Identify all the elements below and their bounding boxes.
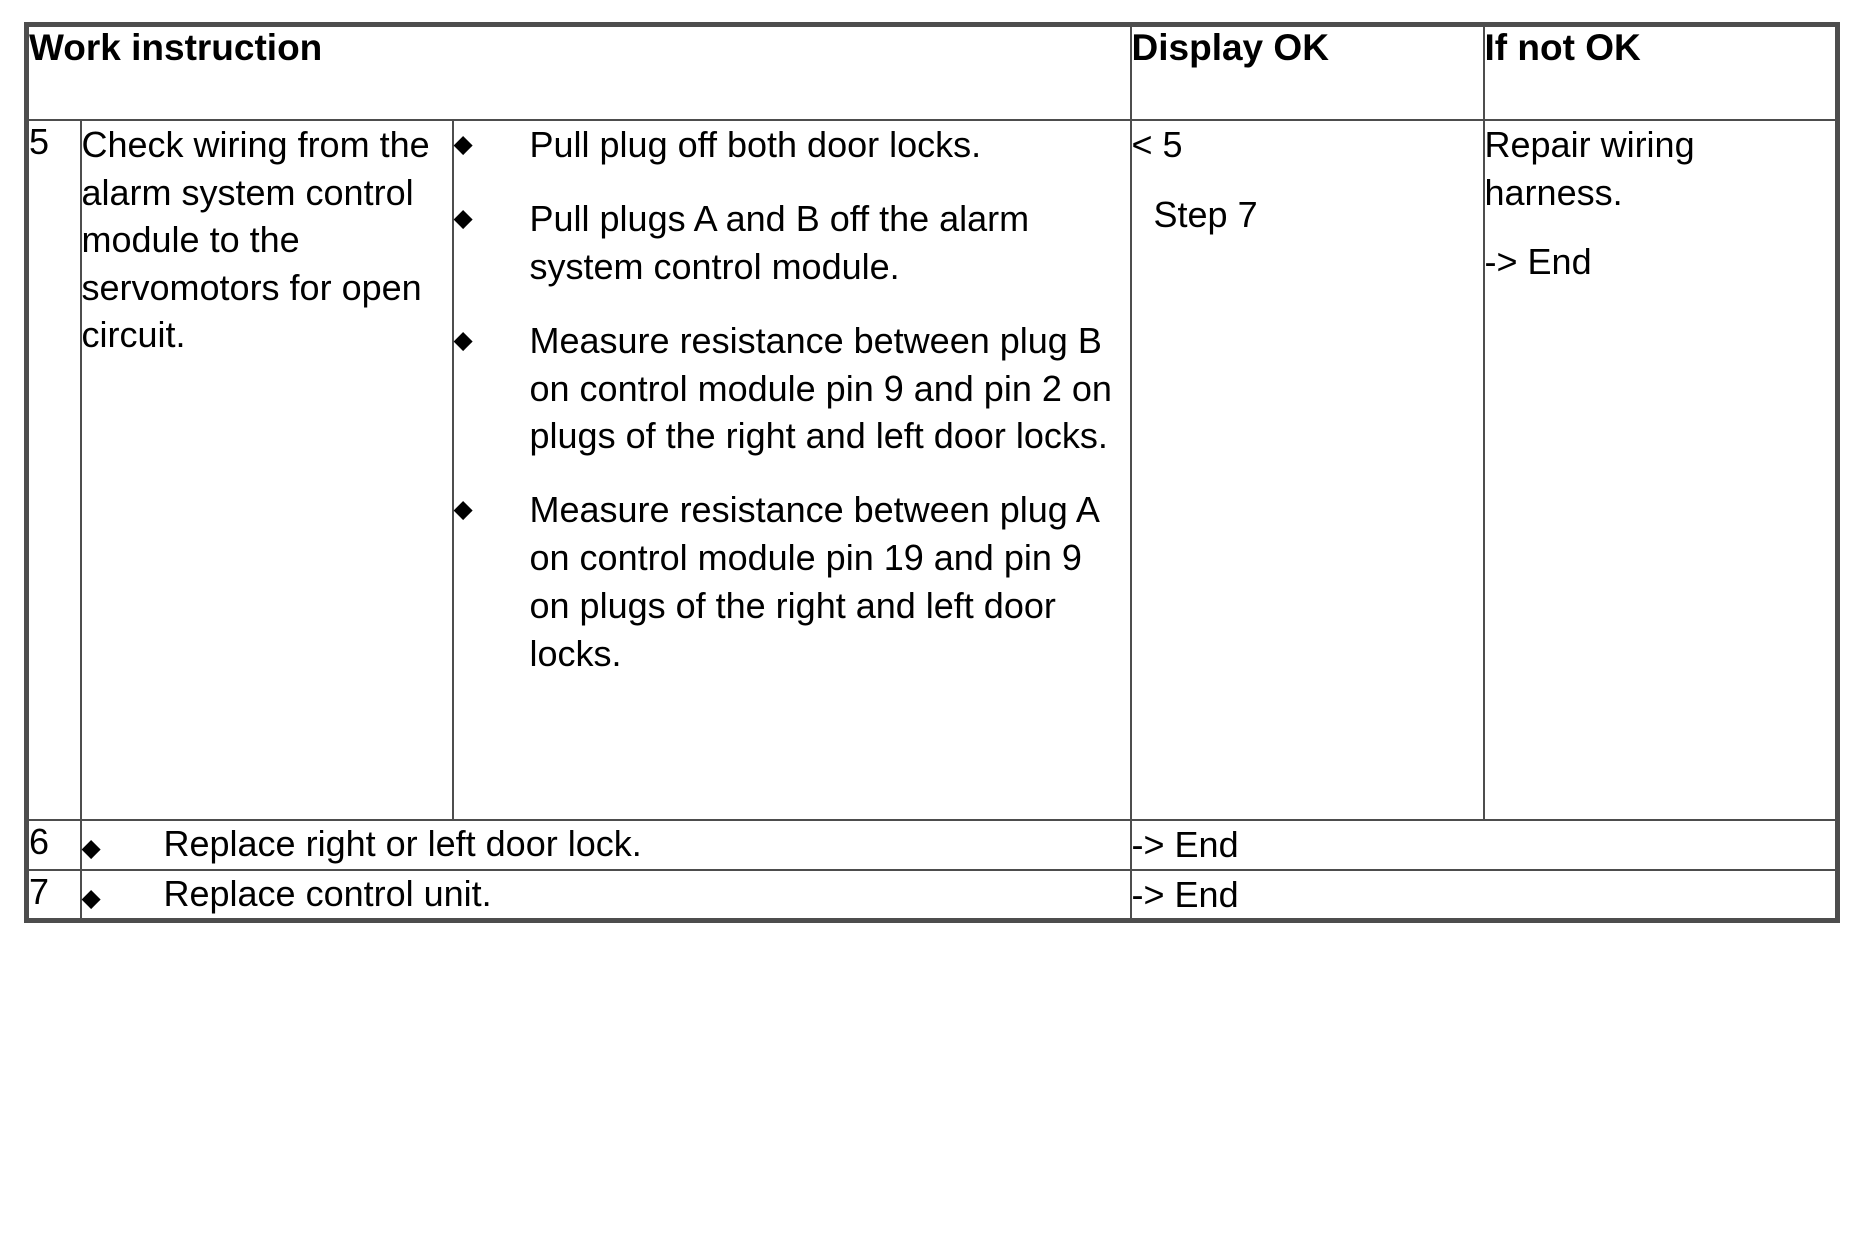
list-item-text: Replace control unit. xyxy=(163,872,492,914)
list-item: ◆ Measure resistance between plug A on c… xyxy=(454,486,1130,678)
list-item: ◆ Replace right or left door lock. xyxy=(82,821,1130,868)
list-item-text: Measure resistance between plug B on con… xyxy=(529,319,1112,457)
list-item: ◆ Pull plug off both door locks. xyxy=(454,121,1130,169)
step-bullet-list-cell: ◆ Pull plug off both door locks. ◆ Pull … xyxy=(451,119,1132,821)
diamond-bullet-icon: ◆ xyxy=(81,834,101,862)
header-label-work-instruction: Work instruction xyxy=(29,27,323,68)
display-ok-cell: -> End xyxy=(1129,819,1839,871)
diamond-bullet-icon: ◆ xyxy=(453,495,473,524)
display-ok-cell: < 5 Step 7 xyxy=(1129,119,1485,821)
bullet-list: ◆ Pull plug off both door locks. ◆ Pull … xyxy=(454,121,1130,678)
display-ok-value: < 5 xyxy=(1131,124,1183,165)
if-not-ok-next-step: -> End xyxy=(1484,241,1592,283)
work-instruction-table: Work instruction Display OK If not OK 5 … xyxy=(24,22,1841,924)
list-item-text: Replace right or left door lock. xyxy=(163,823,642,864)
list-item: ◆ Replace control unit. xyxy=(82,871,1130,918)
if-not-ok-action: Repair wiring harness. xyxy=(1484,124,1695,213)
step-number-cell: 6 xyxy=(25,819,82,871)
step-number-cell: 5 xyxy=(25,119,82,821)
column-header-work-instruction: Work instruction xyxy=(25,23,1132,121)
diamond-bullet-icon: ◆ xyxy=(81,883,101,912)
table-row-step-5: 5 Check wiring from the alarm system con… xyxy=(25,119,1839,821)
diamond-bullet-icon: ◆ xyxy=(453,130,473,158)
header-label-if-not-ok: If not OK xyxy=(1484,27,1641,68)
table-row-step-7: 7 ◆ Replace control unit. -> End xyxy=(25,868,1839,922)
step-number-cell: 7 xyxy=(25,868,82,922)
list-item-text: Measure resistance between plug A on con… xyxy=(529,489,1098,674)
column-header-if-not-ok: If not OK xyxy=(1482,23,1839,121)
step-bullet-cell: ◆ Replace right or left door lock. xyxy=(79,819,1132,871)
column-header-display-ok: Display OK xyxy=(1129,23,1485,121)
table-header-row: Work instruction Display OK If not OK xyxy=(25,23,1839,121)
step-bullet-cell: ◆ Replace control unit. xyxy=(79,868,1132,922)
list-item-text: Pull plugs A and B off the alarm system … xyxy=(529,197,1030,287)
display-ok-next-step: Step 7 xyxy=(1153,193,1258,235)
table-row-step-6: 6 ◆ Replace right or left door lock. -> … xyxy=(25,819,1839,871)
header-label-display-ok: Display OK xyxy=(1131,27,1329,68)
list-item-text: Pull plug off both door locks. xyxy=(529,124,982,165)
list-item: ◆ Measure resistance between plug B on c… xyxy=(454,317,1130,461)
diamond-bullet-icon: ◆ xyxy=(453,325,473,354)
list-item: ◆ Pull plugs A and B off the alarm syste… xyxy=(454,195,1130,291)
display-ok-cell: -> End xyxy=(1129,868,1839,922)
step-instruction-cell: Check wiring from the alarm system contr… xyxy=(79,119,454,821)
if-not-ok-cell: Repair wiring harness. -> End xyxy=(1482,119,1839,821)
diamond-bullet-icon: ◆ xyxy=(453,203,473,232)
